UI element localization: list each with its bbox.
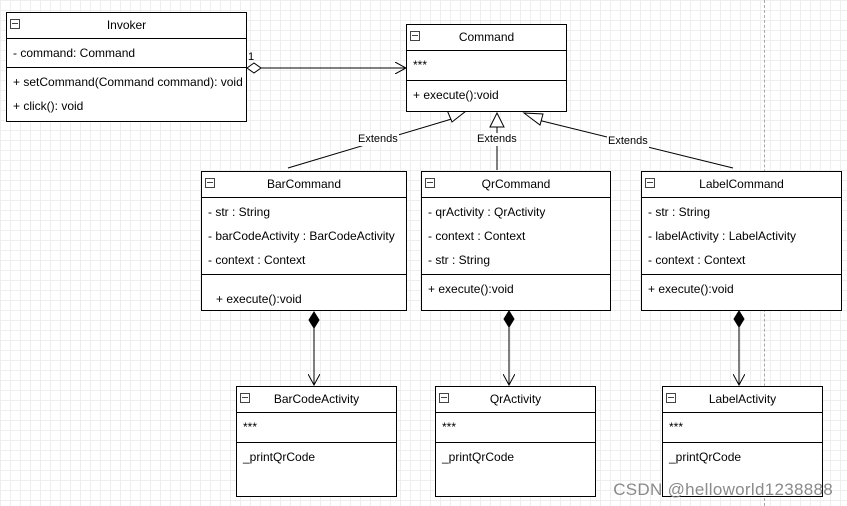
method-row: + execute():void: [648, 282, 734, 296]
class-label-activity[interactable]: LabelActivity *** _printQrCode: [662, 386, 823, 497]
class-name: Invoker: [106, 18, 147, 32]
class-header: Invoker: [7, 13, 246, 39]
class-name: Command: [458, 30, 515, 44]
attribute-row: ***: [669, 420, 684, 434]
composition-diamond: [308, 311, 320, 329]
attributes-section: - command: Command: [7, 39, 246, 68]
methods-section: + execute():void: [422, 275, 610, 303]
class-label-command[interactable]: LabelCommand - str : String - labelActiv…: [641, 171, 842, 311]
attribute-row: - context : Context: [648, 253, 746, 267]
collapse-icon[interactable]: [439, 393, 449, 403]
watermark: CSDN @helloworld1238888: [613, 480, 833, 499]
attribute-row: - str : String: [648, 205, 711, 219]
attributes-section: ***: [436, 413, 595, 443]
attribute-row: - str : String: [208, 205, 271, 219]
methods-section: + execute():void: [407, 81, 566, 109]
class-name: LabelActivity: [708, 392, 777, 406]
method-row: + execute():void: [216, 292, 302, 306]
attribute-row: - labelActivity : LabelActivity: [648, 229, 797, 243]
composition-label-command: [733, 310, 745, 385]
methods-section: _printQrCode: [436, 443, 595, 471]
class-header: LabelActivity: [663, 387, 822, 413]
attribute-row: - qrActivity : QrActivity: [428, 205, 546, 219]
composition-qr-command: [503, 310, 515, 385]
attributes-section: ***: [407, 51, 566, 81]
class-name: BarCodeActivity: [273, 392, 360, 406]
method-row: + click(): void: [13, 99, 84, 113]
class-command[interactable]: Command *** + execute():void: [406, 24, 567, 112]
method-row: + execute():void: [428, 282, 514, 296]
attributes-section: ***: [237, 413, 396, 443]
class-header: Command: [407, 25, 566, 51]
composition-diamond: [503, 310, 515, 328]
aggregation-diamond: [246, 62, 262, 74]
attributes-section: ***: [663, 413, 822, 443]
attribute-row: - context : Context: [428, 229, 526, 243]
composition-diamond: [733, 310, 745, 328]
class-header: QrCommand: [422, 172, 610, 198]
generalization-arrowhead: [489, 111, 505, 128]
class-header: QrActivity: [436, 387, 595, 413]
method-row: _printQrCode: [669, 450, 742, 464]
class-name: QrCommand: [481, 177, 551, 191]
class-header: LabelCommand: [642, 172, 841, 198]
collapse-icon[interactable]: [645, 178, 655, 188]
collapse-icon[interactable]: [410, 31, 420, 41]
method-row: + setCommand(Command command): void: [13, 75, 243, 89]
invoker-multiplicity: 1: [248, 51, 255, 63]
methods-section: + setCommand(Command command): void + cl…: [7, 68, 246, 120]
collapse-icon[interactable]: [205, 178, 215, 188]
method-row: _printQrCode: [442, 450, 515, 464]
methods-section: _printQrCode: [237, 443, 396, 471]
class-invoker[interactable]: Invoker - command: Command + setCommand(…: [6, 12, 247, 122]
method-row: _printQrCode: [243, 450, 316, 464]
attribute-row: - barCodeActivity : BarCodeActivity: [208, 229, 395, 243]
collapse-icon[interactable]: [425, 178, 435, 188]
class-name: LabelCommand: [699, 177, 784, 191]
collapse-icon[interactable]: [666, 393, 676, 403]
methods-section: + execute():void: [202, 275, 406, 313]
attributes-section: - str : String - barCodeActivity : BarCo…: [202, 198, 406, 275]
extends-label-label: Extends: [607, 135, 649, 148]
methods-section: _printQrCode: [663, 443, 822, 471]
extends-label-bar: Extends: [357, 133, 399, 146]
attribute-row: - context : Context: [208, 253, 306, 267]
class-header: BarCodeActivity: [237, 387, 396, 413]
class-name: QrActivity: [489, 392, 542, 406]
attributes-section: - qrActivity : QrActivity - context : Co…: [422, 198, 610, 275]
attribute-row: ***: [243, 420, 258, 434]
class-header: BarCommand: [202, 172, 406, 198]
class-bar-command[interactable]: BarCommand - str : String - barCodeActiv…: [201, 171, 407, 311]
aggregation-invoker-command: [246, 62, 406, 74]
composition-bar-command: [308, 311, 320, 385]
attribute-row: ***: [413, 58, 428, 72]
class-qr-activity[interactable]: QrActivity *** _printQrCode: [435, 386, 596, 497]
attribute-row: ***: [442, 420, 457, 434]
method-row: + execute():void: [413, 88, 499, 102]
collapse-icon[interactable]: [240, 393, 250, 403]
methods-section: + execute():void: [642, 275, 841, 303]
attribute-row: - command: Command: [13, 46, 136, 60]
attribute-row: - str : String: [428, 253, 491, 267]
attributes-section: - str : String - labelActivity : LabelAc…: [642, 198, 841, 275]
generalization-arrowhead: [522, 112, 544, 126]
collapse-icon[interactable]: [10, 19, 20, 29]
extends-label-qr: Extends: [476, 133, 518, 146]
class-qr-command[interactable]: QrCommand - qrActivity : QrActivity - co…: [421, 171, 611, 311]
class-name: BarCommand: [266, 177, 342, 191]
class-bar-code-activity[interactable]: BarCodeActivity *** _printQrCode: [236, 386, 397, 497]
